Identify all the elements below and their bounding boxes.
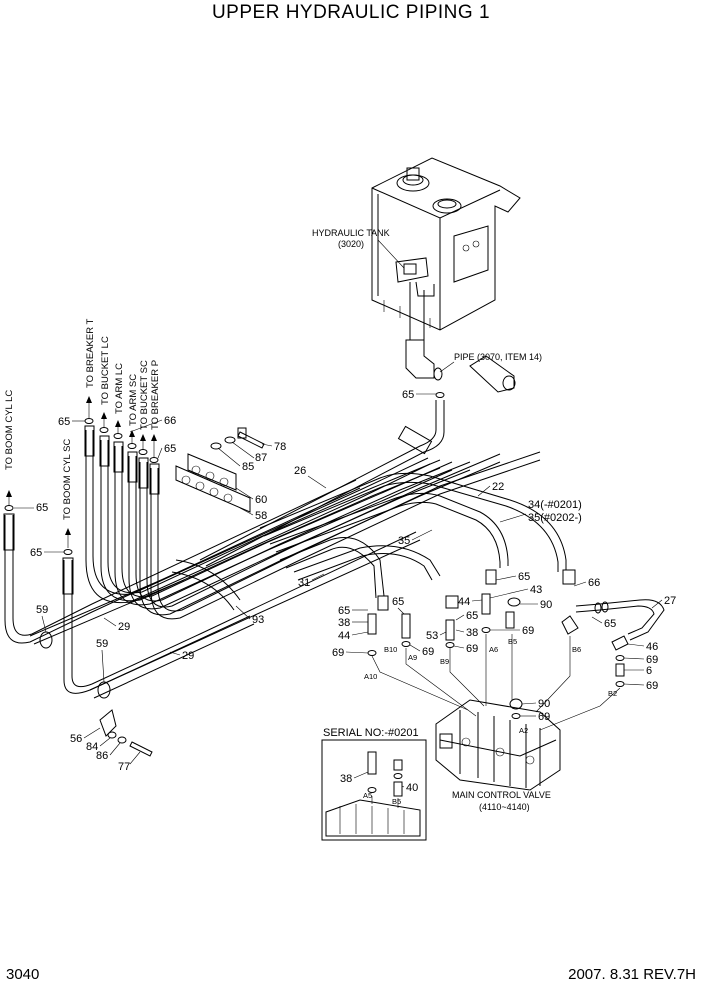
callout-69d: 69 bbox=[466, 643, 478, 655]
destination-labels: TO BOOM CYL LC TO BOOM CYL SC TO BREAKER… bbox=[4, 318, 161, 520]
clamps bbox=[175, 453, 251, 513]
dest-bucket-sc: TO BUCKET SC bbox=[139, 360, 150, 430]
port-a2: A2 bbox=[519, 726, 528, 735]
hydraulic-tank bbox=[371, 157, 521, 341]
revision-date: 2007. 8.31 REV.7H bbox=[568, 966, 696, 983]
callout-22: 22 bbox=[492, 481, 504, 493]
callout-35: 35 bbox=[398, 535, 410, 547]
callout-65e: 65 bbox=[402, 389, 414, 401]
callout-90a: 90 bbox=[540, 599, 552, 611]
pipe-elbow bbox=[405, 339, 516, 393]
callout-65f: 65 bbox=[518, 571, 530, 583]
callout-46: 46 bbox=[646, 641, 658, 653]
callout-65-right: 65 bbox=[604, 618, 616, 630]
leader-lines bbox=[371, 634, 621, 731]
hydraulic-tank-number: (3020) bbox=[338, 239, 364, 249]
hose-26 bbox=[199, 400, 445, 567]
port-serial-b5: B5 bbox=[392, 797, 401, 806]
callout-69-b2: 69 bbox=[646, 680, 658, 692]
port-b2: B2 bbox=[608, 689, 617, 698]
callout-6: 6 bbox=[646, 665, 652, 677]
port-a9: A9 bbox=[408, 653, 417, 662]
callout-90b: 90 bbox=[538, 698, 550, 710]
callout-77: 77 bbox=[118, 761, 130, 773]
callout-65b: 65 bbox=[164, 443, 176, 455]
page-number: 3040 bbox=[6, 966, 40, 983]
callout-85: 85 bbox=[242, 461, 254, 473]
callout-66a: 66 bbox=[164, 415, 176, 427]
page-title: UPPER HYDRAULIC PIPING 1 bbox=[211, 2, 491, 23]
callout-26: 26 bbox=[294, 465, 306, 477]
callout-65g: 65 bbox=[338, 605, 350, 617]
main-control-valve bbox=[435, 699, 561, 791]
callout-93: 93 bbox=[252, 614, 264, 626]
dest-breaker-t: TO BREAKER T bbox=[85, 318, 96, 388]
port-labels: A10 B10 A9 B9 A6 B5 B6 B2 A2 A5 B5 bbox=[363, 637, 617, 806]
callouts: 65 66 65 78 87 85 26 60 58 65 65 65 22 3… bbox=[14, 389, 676, 794]
dest-boom-cyl-sc: TO BOOM CYL SC bbox=[62, 439, 73, 520]
callout-69a: 69 bbox=[522, 625, 534, 637]
callout-29b: 29 bbox=[182, 650, 194, 662]
serial-box bbox=[321, 739, 427, 841]
callout-43: 43 bbox=[530, 584, 542, 596]
dest-boom-cyl-lc: TO BOOM CYL LC bbox=[4, 390, 15, 470]
callout-60: 60 bbox=[255, 494, 267, 506]
dest-arm-lc: TO ARM LC bbox=[114, 363, 125, 414]
callout-40: 40 bbox=[406, 782, 418, 794]
port-serial-a5: A5 bbox=[363, 791, 372, 800]
callout-86: 86 bbox=[96, 750, 108, 762]
port-b10: B10 bbox=[384, 645, 397, 654]
serial-label-34: 34(-#0201) bbox=[528, 499, 582, 511]
valve-fittings bbox=[367, 593, 629, 719]
serial-box-title: SERIAL NO:-#0201 bbox=[323, 727, 419, 739]
callout-59a: 59 bbox=[36, 604, 48, 616]
callout-38b: 38 bbox=[466, 627, 478, 639]
callout-38c: 38 bbox=[340, 773, 352, 785]
callout-69c: 69 bbox=[422, 646, 434, 658]
serial-label-35: 35(#0202-) bbox=[528, 512, 582, 524]
callout-44b: 44 bbox=[338, 630, 350, 642]
callout-27: 27 bbox=[664, 595, 676, 607]
callout-65h: 65 bbox=[392, 596, 404, 608]
hose-27 bbox=[561, 599, 665, 641]
callout-84: 84 bbox=[86, 741, 98, 753]
bracket-56 bbox=[99, 709, 153, 757]
dest-breaker-p: TO BREAKER P bbox=[150, 360, 161, 430]
hydraulic-tank-label: HYDRAULIC TANK bbox=[312, 228, 390, 238]
callout-44a: 44 bbox=[458, 596, 470, 608]
callout-29a: 29 bbox=[118, 621, 130, 633]
callout-53: 53 bbox=[426, 630, 438, 642]
callout-56: 56 bbox=[70, 733, 82, 745]
callout-38a: 38 bbox=[338, 617, 350, 629]
callout-58: 58 bbox=[255, 510, 267, 522]
callout-69f: 69 bbox=[538, 711, 550, 723]
port-b9: B9 bbox=[440, 657, 449, 666]
valve-hoses bbox=[259, 472, 576, 611]
callout-31: 31 bbox=[298, 577, 310, 589]
callout-65a: 65 bbox=[58, 416, 70, 428]
destination-arrows bbox=[6, 396, 157, 548]
callout-65d: 65 bbox=[30, 547, 42, 559]
dest-arm-sc: TO ARM SC bbox=[128, 374, 139, 426]
hose-bundle bbox=[3, 425, 541, 694]
callout-65c: 65 bbox=[36, 502, 48, 514]
port-a6: A6 bbox=[489, 645, 498, 654]
callout-87: 87 bbox=[255, 452, 267, 464]
callout-65i: 65 bbox=[466, 610, 478, 622]
callout-66b: 66 bbox=[588, 577, 600, 589]
bolt-washers-top bbox=[210, 427, 265, 450]
mcv-number: (4110~4140) bbox=[479, 802, 530, 812]
port-b6: B6 bbox=[572, 645, 581, 654]
port-a10: A10 bbox=[364, 672, 377, 681]
callout-69b: 69 bbox=[332, 647, 344, 659]
pipe-label: PIPE (3070, ITEM 14) bbox=[454, 352, 542, 362]
dest-bucket-lc: TO BUCKET LC bbox=[100, 336, 111, 405]
port-b5: B5 bbox=[508, 637, 517, 646]
mcv-label: MAIN CONTROL VALVE bbox=[452, 790, 551, 800]
callout-69e: 69 bbox=[646, 654, 658, 666]
callout-78: 78 bbox=[274, 441, 286, 453]
bundle-band bbox=[171, 559, 241, 611]
callout-59b: 59 bbox=[96, 638, 108, 650]
